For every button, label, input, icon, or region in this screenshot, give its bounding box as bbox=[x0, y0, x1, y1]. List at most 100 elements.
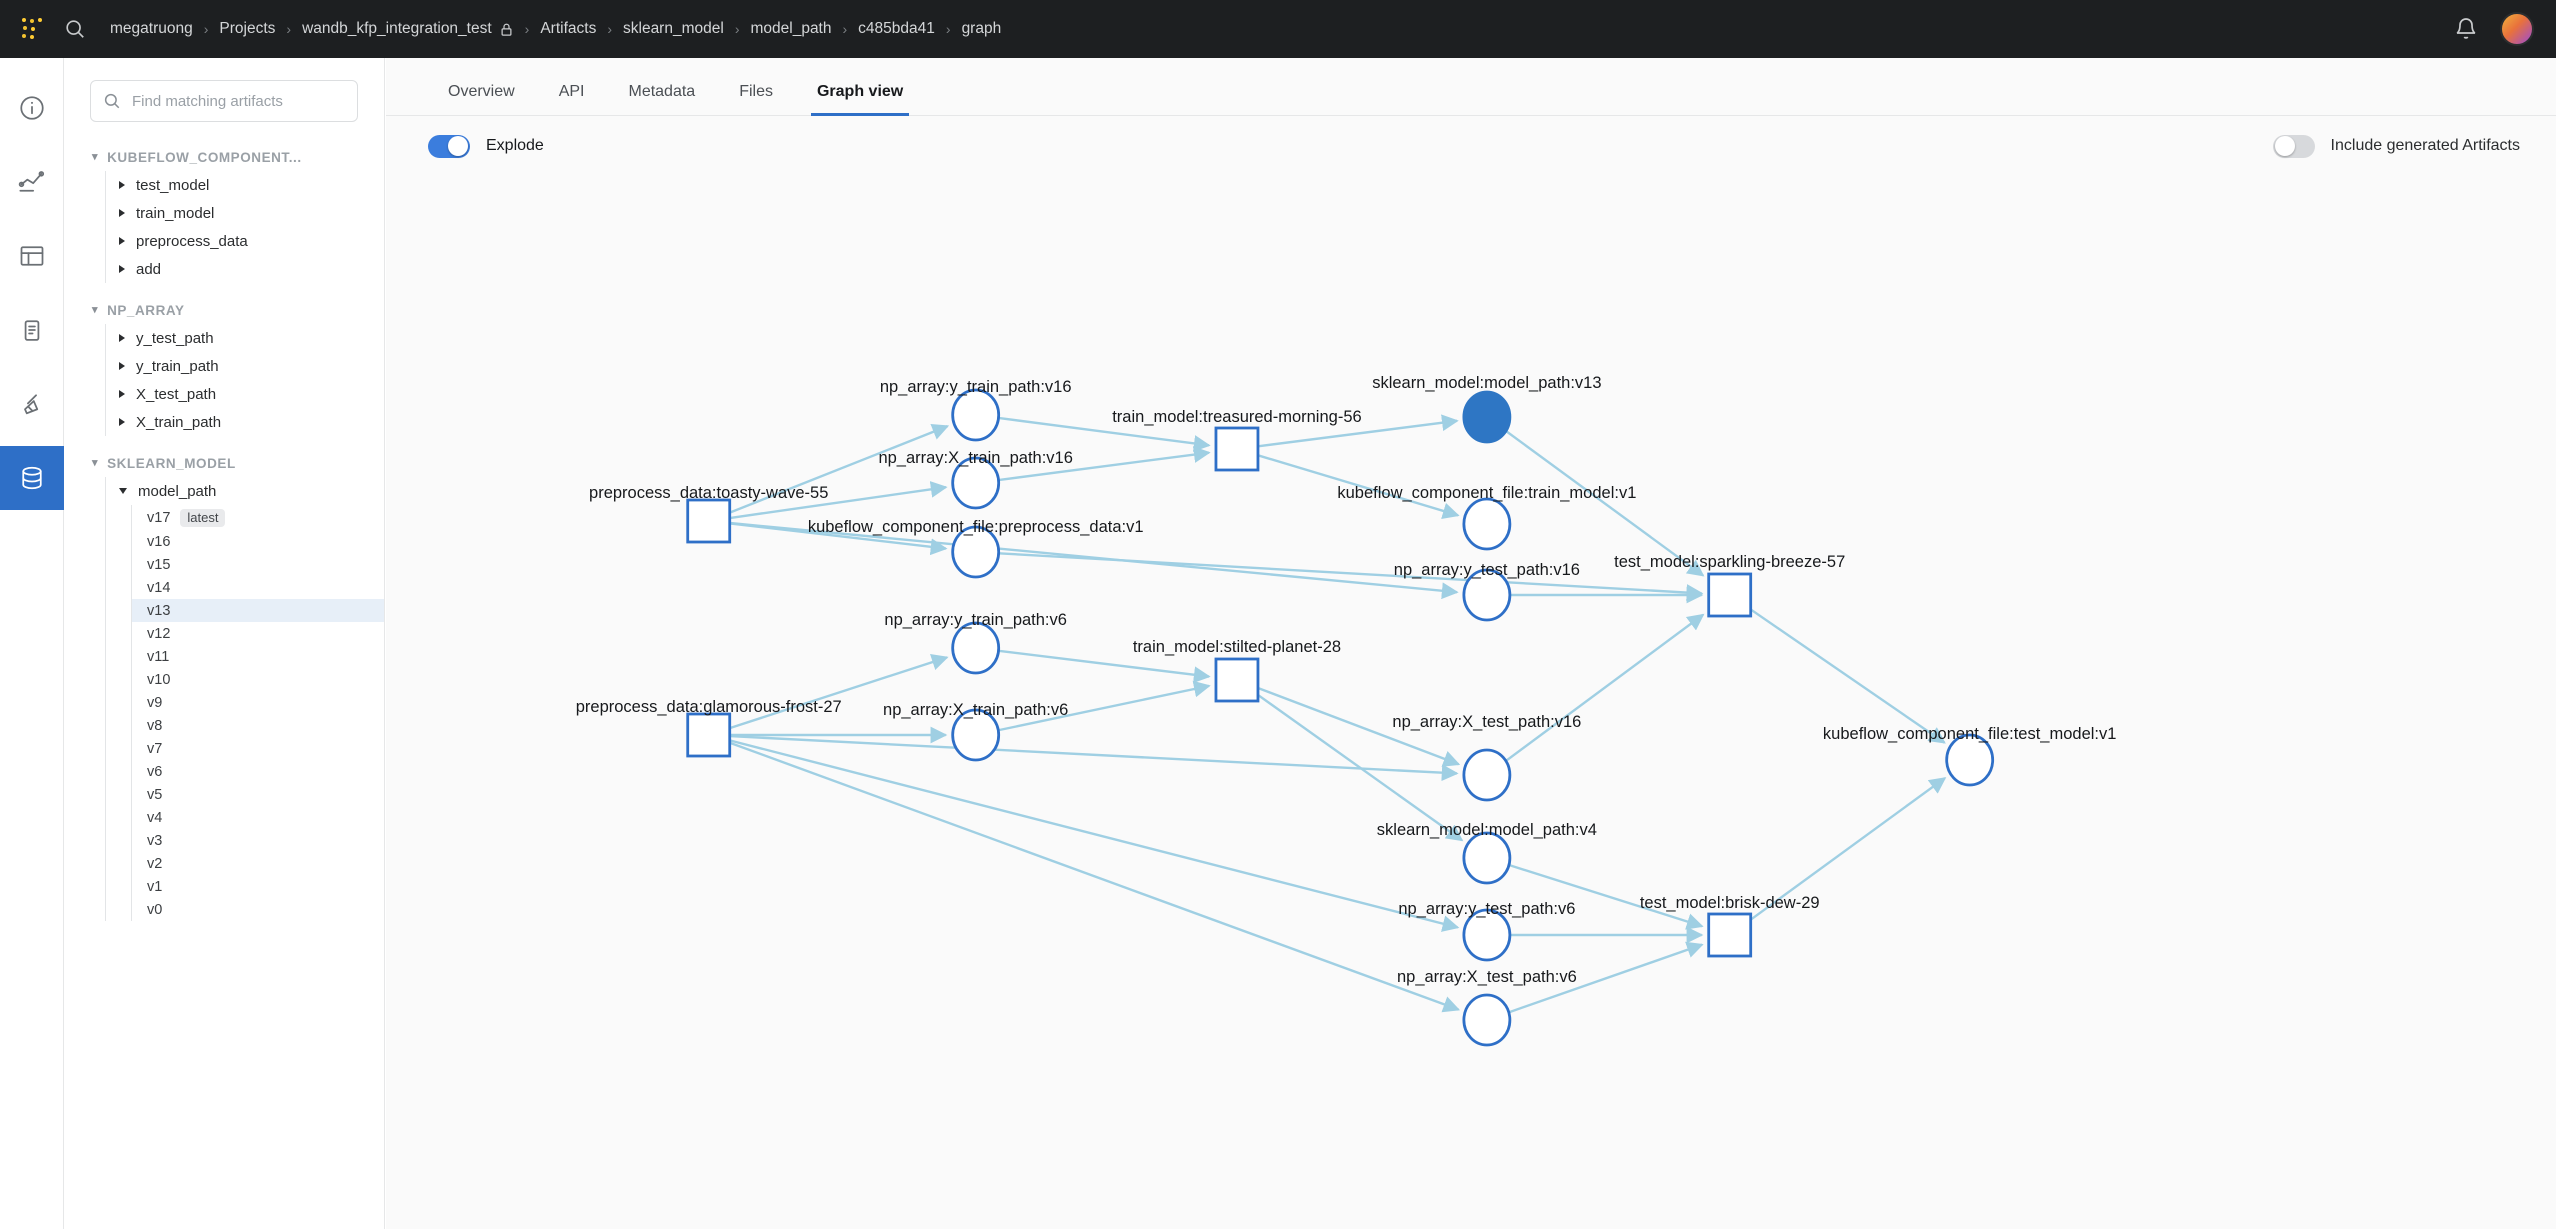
graph-node-te57[interactable] bbox=[1707, 572, 1753, 618]
version-row-v2[interactable]: v2 bbox=[132, 852, 384, 875]
graph-node-xte6[interactable] bbox=[1462, 993, 1512, 1047]
graph-node-xtr6[interactable] bbox=[951, 708, 1001, 762]
version-row-v16[interactable]: v16 bbox=[132, 530, 384, 553]
version-label: v14 bbox=[147, 579, 171, 596]
graph-node-tm56[interactable] bbox=[1214, 426, 1260, 472]
include-generated-artifacts-toggle[interactable]: Include generated Artifacts bbox=[2272, 134, 2520, 158]
search-input[interactable] bbox=[130, 91, 345, 111]
version-row-v3[interactable]: v3 bbox=[132, 829, 384, 852]
graph-node-sm4[interactable] bbox=[1462, 831, 1512, 885]
breadcrumb-item-sklearn-model[interactable]: sklearn_model bbox=[623, 20, 724, 37]
version-row-v10[interactable]: v10 bbox=[132, 668, 384, 691]
graph-node-kcfte[interactable] bbox=[1945, 733, 1995, 787]
tree-group-np-array[interactable]: ▾NP_ARRAY bbox=[64, 297, 384, 324]
triangle-right-icon bbox=[119, 418, 125, 426]
breadcrumb-item-wandb-kfp-integration-test[interactable]: wandb_kfp_integration_test bbox=[302, 20, 492, 37]
rail-broom-icon[interactable] bbox=[0, 372, 64, 436]
graph-node-label-kcfpp: kubeflow_component_file:preprocess_data:… bbox=[807, 518, 1144, 536]
version-row-v7[interactable]: v7 bbox=[132, 737, 384, 760]
version-row-v14[interactable]: v14 bbox=[132, 576, 384, 599]
artifacts-sidebar: ▾KUBEFLOW_COMPONENT...test_modeltrain_mo… bbox=[64, 58, 385, 1229]
graph-node-ytr6[interactable] bbox=[951, 621, 1001, 675]
graph-node-pp27[interactable] bbox=[686, 712, 732, 758]
tree-group-sklearn-model[interactable]: ▾SKLEARN_MODEL bbox=[64, 450, 384, 477]
tab-files[interactable]: Files bbox=[739, 83, 773, 100]
version-row-v4[interactable]: v4 bbox=[132, 806, 384, 829]
tab-api[interactable]: API bbox=[558, 83, 585, 100]
version-row-v8[interactable]: v8 bbox=[132, 714, 384, 737]
chevron-down-icon: ▾ bbox=[92, 457, 99, 469]
tree-node-model_path[interactable]: model_path bbox=[106, 477, 384, 505]
graph-node-kcftr[interactable] bbox=[1462, 497, 1512, 551]
tree-node-y_train_path[interactable]: y_train_path bbox=[106, 352, 384, 380]
version-row-v13[interactable]: v13 bbox=[132, 599, 384, 622]
breadcrumb-item-graph[interactable]: graph bbox=[961, 20, 1002, 37]
tab-overview[interactable]: Overview bbox=[448, 83, 515, 100]
tab-graph-view[interactable]: Graph view bbox=[795, 83, 925, 116]
version-row-v9[interactable]: v9 bbox=[132, 691, 384, 714]
version-label: v8 bbox=[147, 717, 163, 734]
graph-node-pp55[interactable] bbox=[686, 498, 732, 544]
graph-edge bbox=[729, 739, 1460, 932]
tree-node-X_train_path[interactable]: X_train_path bbox=[106, 408, 384, 436]
version-row-v5[interactable]: v5 bbox=[132, 783, 384, 806]
graph-edge bbox=[729, 654, 949, 730]
breadcrumb-item-projects[interactable]: Projects bbox=[219, 20, 276, 37]
tree-node-y_test_path[interactable]: y_test_path bbox=[106, 324, 384, 352]
rail-table-icon[interactable] bbox=[0, 224, 64, 288]
graph-node-label-ytr6: np_array:y_train_path:v6 bbox=[884, 611, 1067, 629]
version-label: v10 bbox=[147, 671, 171, 688]
tree-node-add[interactable]: add bbox=[106, 255, 384, 283]
version-row-v6[interactable]: v6 bbox=[132, 760, 384, 783]
breadcrumb-item-c485bda41[interactable]: c485bda41 bbox=[858, 20, 935, 37]
graph-edge bbox=[729, 734, 1459, 782]
tree-node-test_model[interactable]: test_model bbox=[106, 171, 384, 199]
graph-edge bbox=[729, 423, 950, 514]
tree-group-kubeflow-component-[interactable]: ▾KUBEFLOW_COMPONENT... bbox=[64, 144, 384, 171]
graph-node-ytr16[interactable] bbox=[951, 388, 1001, 442]
graph-node-xtr16[interactable] bbox=[951, 456, 1001, 510]
rail-line-chart-icon[interactable] bbox=[0, 150, 64, 214]
version-label: v7 bbox=[147, 740, 163, 757]
graph-node-tm28[interactable] bbox=[1214, 657, 1260, 703]
version-row-v0[interactable]: v0 bbox=[132, 898, 384, 921]
graph-node-sm13[interactable] bbox=[1462, 390, 1512, 444]
rail-database-icon[interactable] bbox=[0, 446, 64, 510]
rail-clipboard-icon[interactable] bbox=[0, 298, 64, 362]
version-row-v1[interactable]: v1 bbox=[132, 875, 384, 898]
version-tag-badge: latest bbox=[180, 508, 226, 527]
tree-node-X_test_path[interactable]: X_test_path bbox=[106, 380, 384, 408]
graph-edge bbox=[1508, 863, 1704, 930]
rail-info-icon[interactable] bbox=[0, 76, 64, 140]
tree-node-train_model[interactable]: train_model bbox=[106, 199, 384, 227]
graph-node-yte6[interactable] bbox=[1462, 908, 1512, 962]
version-row-v11[interactable]: v11 bbox=[132, 645, 384, 668]
version-row-v15[interactable]: v15 bbox=[132, 553, 384, 576]
user-avatar[interactable] bbox=[2500, 12, 2534, 46]
artifact-search-box[interactable] bbox=[90, 80, 358, 122]
version-row-v12[interactable]: v12 bbox=[132, 622, 384, 645]
tree-node-preprocess_data[interactable]: preprocess_data bbox=[106, 227, 384, 255]
graph-edge bbox=[1508, 941, 1704, 1014]
breadcrumb-item-model-path[interactable]: model_path bbox=[750, 20, 832, 37]
breadcrumb-separator: › bbox=[734, 21, 740, 37]
tab-metadata[interactable]: Metadata bbox=[628, 83, 696, 100]
explode-toggle[interactable]: Explode bbox=[428, 134, 544, 158]
graph-edge bbox=[998, 416, 1211, 452]
graph-node-xte16[interactable] bbox=[1462, 748, 1512, 802]
version-label: v13 bbox=[147, 602, 171, 619]
search-icon[interactable] bbox=[62, 16, 88, 42]
include-generated-switch[interactable] bbox=[2272, 134, 2315, 158]
graph-node-te29[interactable] bbox=[1707, 912, 1753, 958]
graph-node-yte16[interactable] bbox=[1462, 568, 1512, 622]
notifications-bell-icon[interactable] bbox=[2454, 17, 2478, 41]
breadcrumb-item-artifacts[interactable]: Artifacts bbox=[540, 20, 597, 37]
triangle-down-icon bbox=[119, 488, 127, 494]
explode-switch[interactable] bbox=[428, 134, 470, 158]
graph-node-kcfpp[interactable] bbox=[951, 525, 1001, 579]
apps-grid-icon[interactable] bbox=[22, 18, 44, 40]
breadcrumb-item-megatruong[interactable]: megatruong bbox=[110, 20, 193, 37]
